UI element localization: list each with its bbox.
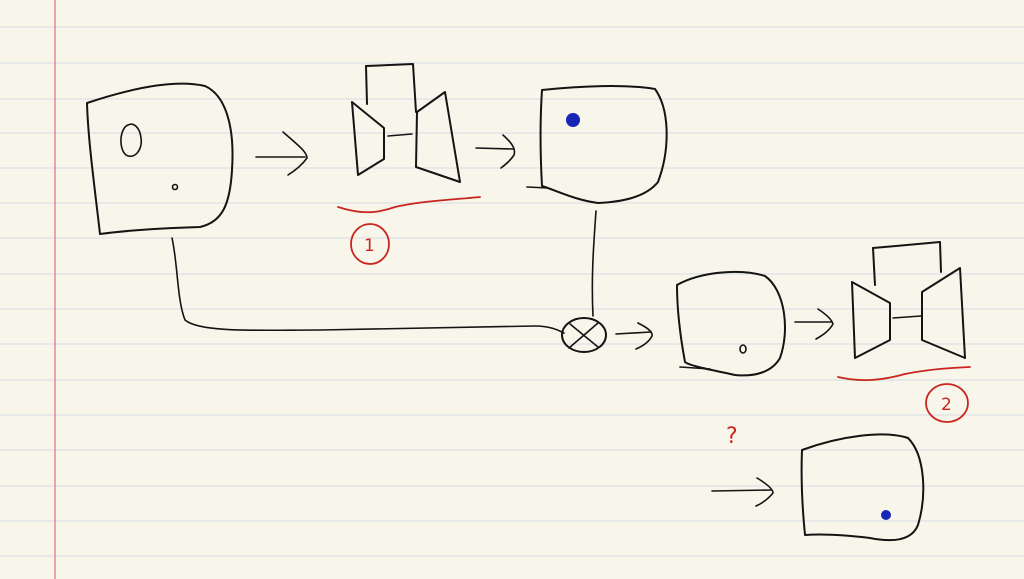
arrow-to-stylized-output [475, 134, 516, 169]
arrow-to-network-2 [794, 308, 834, 340]
blue-dot-top [566, 113, 580, 127]
final-output-sketch [800, 433, 925, 542]
label-two-text: 2 [941, 395, 952, 415]
combine-operator-icon [561, 317, 607, 353]
arrow-to-final-output [711, 477, 774, 507]
combined-image-sketch [676, 270, 786, 377]
connector-vertical [591, 210, 597, 317]
underline-network-2 [837, 366, 971, 382]
arrow-to-network-1 [255, 131, 308, 176]
network-block-1-icon [351, 63, 461, 183]
connector-long-bottom [171, 237, 565, 334]
label-two-badge: 2 [925, 383, 969, 423]
input-image-sketch [86, 82, 234, 235]
network-block-2-icon [851, 241, 966, 359]
ruled-lines [0, 26, 1024, 557]
underline-network-1 [337, 196, 481, 214]
blue-dot-bottom [881, 510, 891, 520]
stylized-output-sketch [526, 85, 668, 204]
label-one-badge: 1 [350, 223, 390, 265]
label-one-text: 1 [364, 236, 375, 256]
arrow-to-combined-image [615, 322, 653, 350]
question-mark-text: ? [726, 424, 738, 449]
